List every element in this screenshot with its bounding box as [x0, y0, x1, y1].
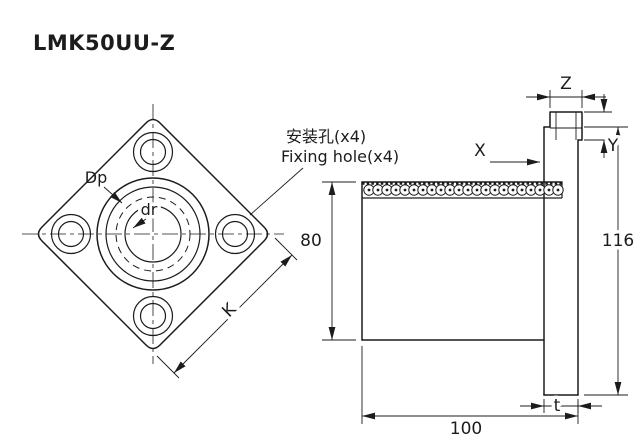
k-extension-line — [156, 355, 180, 379]
dim-x-label: X — [474, 141, 486, 161]
dp-leader-arrow — [103, 186, 123, 204]
dimension-100: 100 — [361, 346, 579, 440]
dimension-80: 80 — [300, 181, 356, 341]
label-dp: Dp — [85, 168, 107, 187]
dimension-z: Z — [526, 71, 606, 108]
center-bore-circles — [96, 177, 210, 291]
k-extension-line — [274, 237, 298, 261]
dim-y-label: Y — [607, 136, 619, 156]
corner-hole-top — [132, 131, 174, 173]
fixing-hole-note: 安装孔(x4) Fixing hole(x4) — [249, 127, 399, 216]
k-dimension-line — [173, 254, 293, 374]
dimension-y: Y — [584, 94, 622, 160]
note-line-cn: 安装孔(x4) — [286, 127, 366, 146]
label-dr: dr — [141, 200, 158, 219]
side-view — [361, 111, 583, 396]
drawing-title: LMK50UU-Z — [33, 31, 175, 55]
corner-hole-bottom — [132, 295, 174, 337]
k-dimension-label: K — [218, 299, 241, 322]
dim-z-label: Z — [560, 74, 572, 94]
dimension-k: K — [156, 237, 298, 379]
dim-116-label: 116 — [602, 231, 634, 251]
flange-square-outline — [37, 118, 269, 350]
note-line-en: Fixing hole(x4) — [281, 147, 399, 166]
dimension-x: X — [474, 141, 540, 166]
dimension-116: 116 — [584, 126, 638, 396]
front-view: Dp dr K — [22, 104, 298, 379]
corner-hole-right — [214, 213, 256, 255]
corner-hole-left — [50, 213, 92, 255]
dimension-t: t — [520, 393, 602, 420]
dim-100-label: 100 — [450, 419, 482, 439]
ball-chain — [363, 184, 564, 196]
note-leader-line — [249, 167, 304, 216]
dim-t-label: t — [554, 396, 561, 416]
grease-nipple — [549, 111, 583, 141]
dr-leader-arrow — [132, 217, 147, 229]
dim-80-label: 80 — [300, 231, 322, 251]
